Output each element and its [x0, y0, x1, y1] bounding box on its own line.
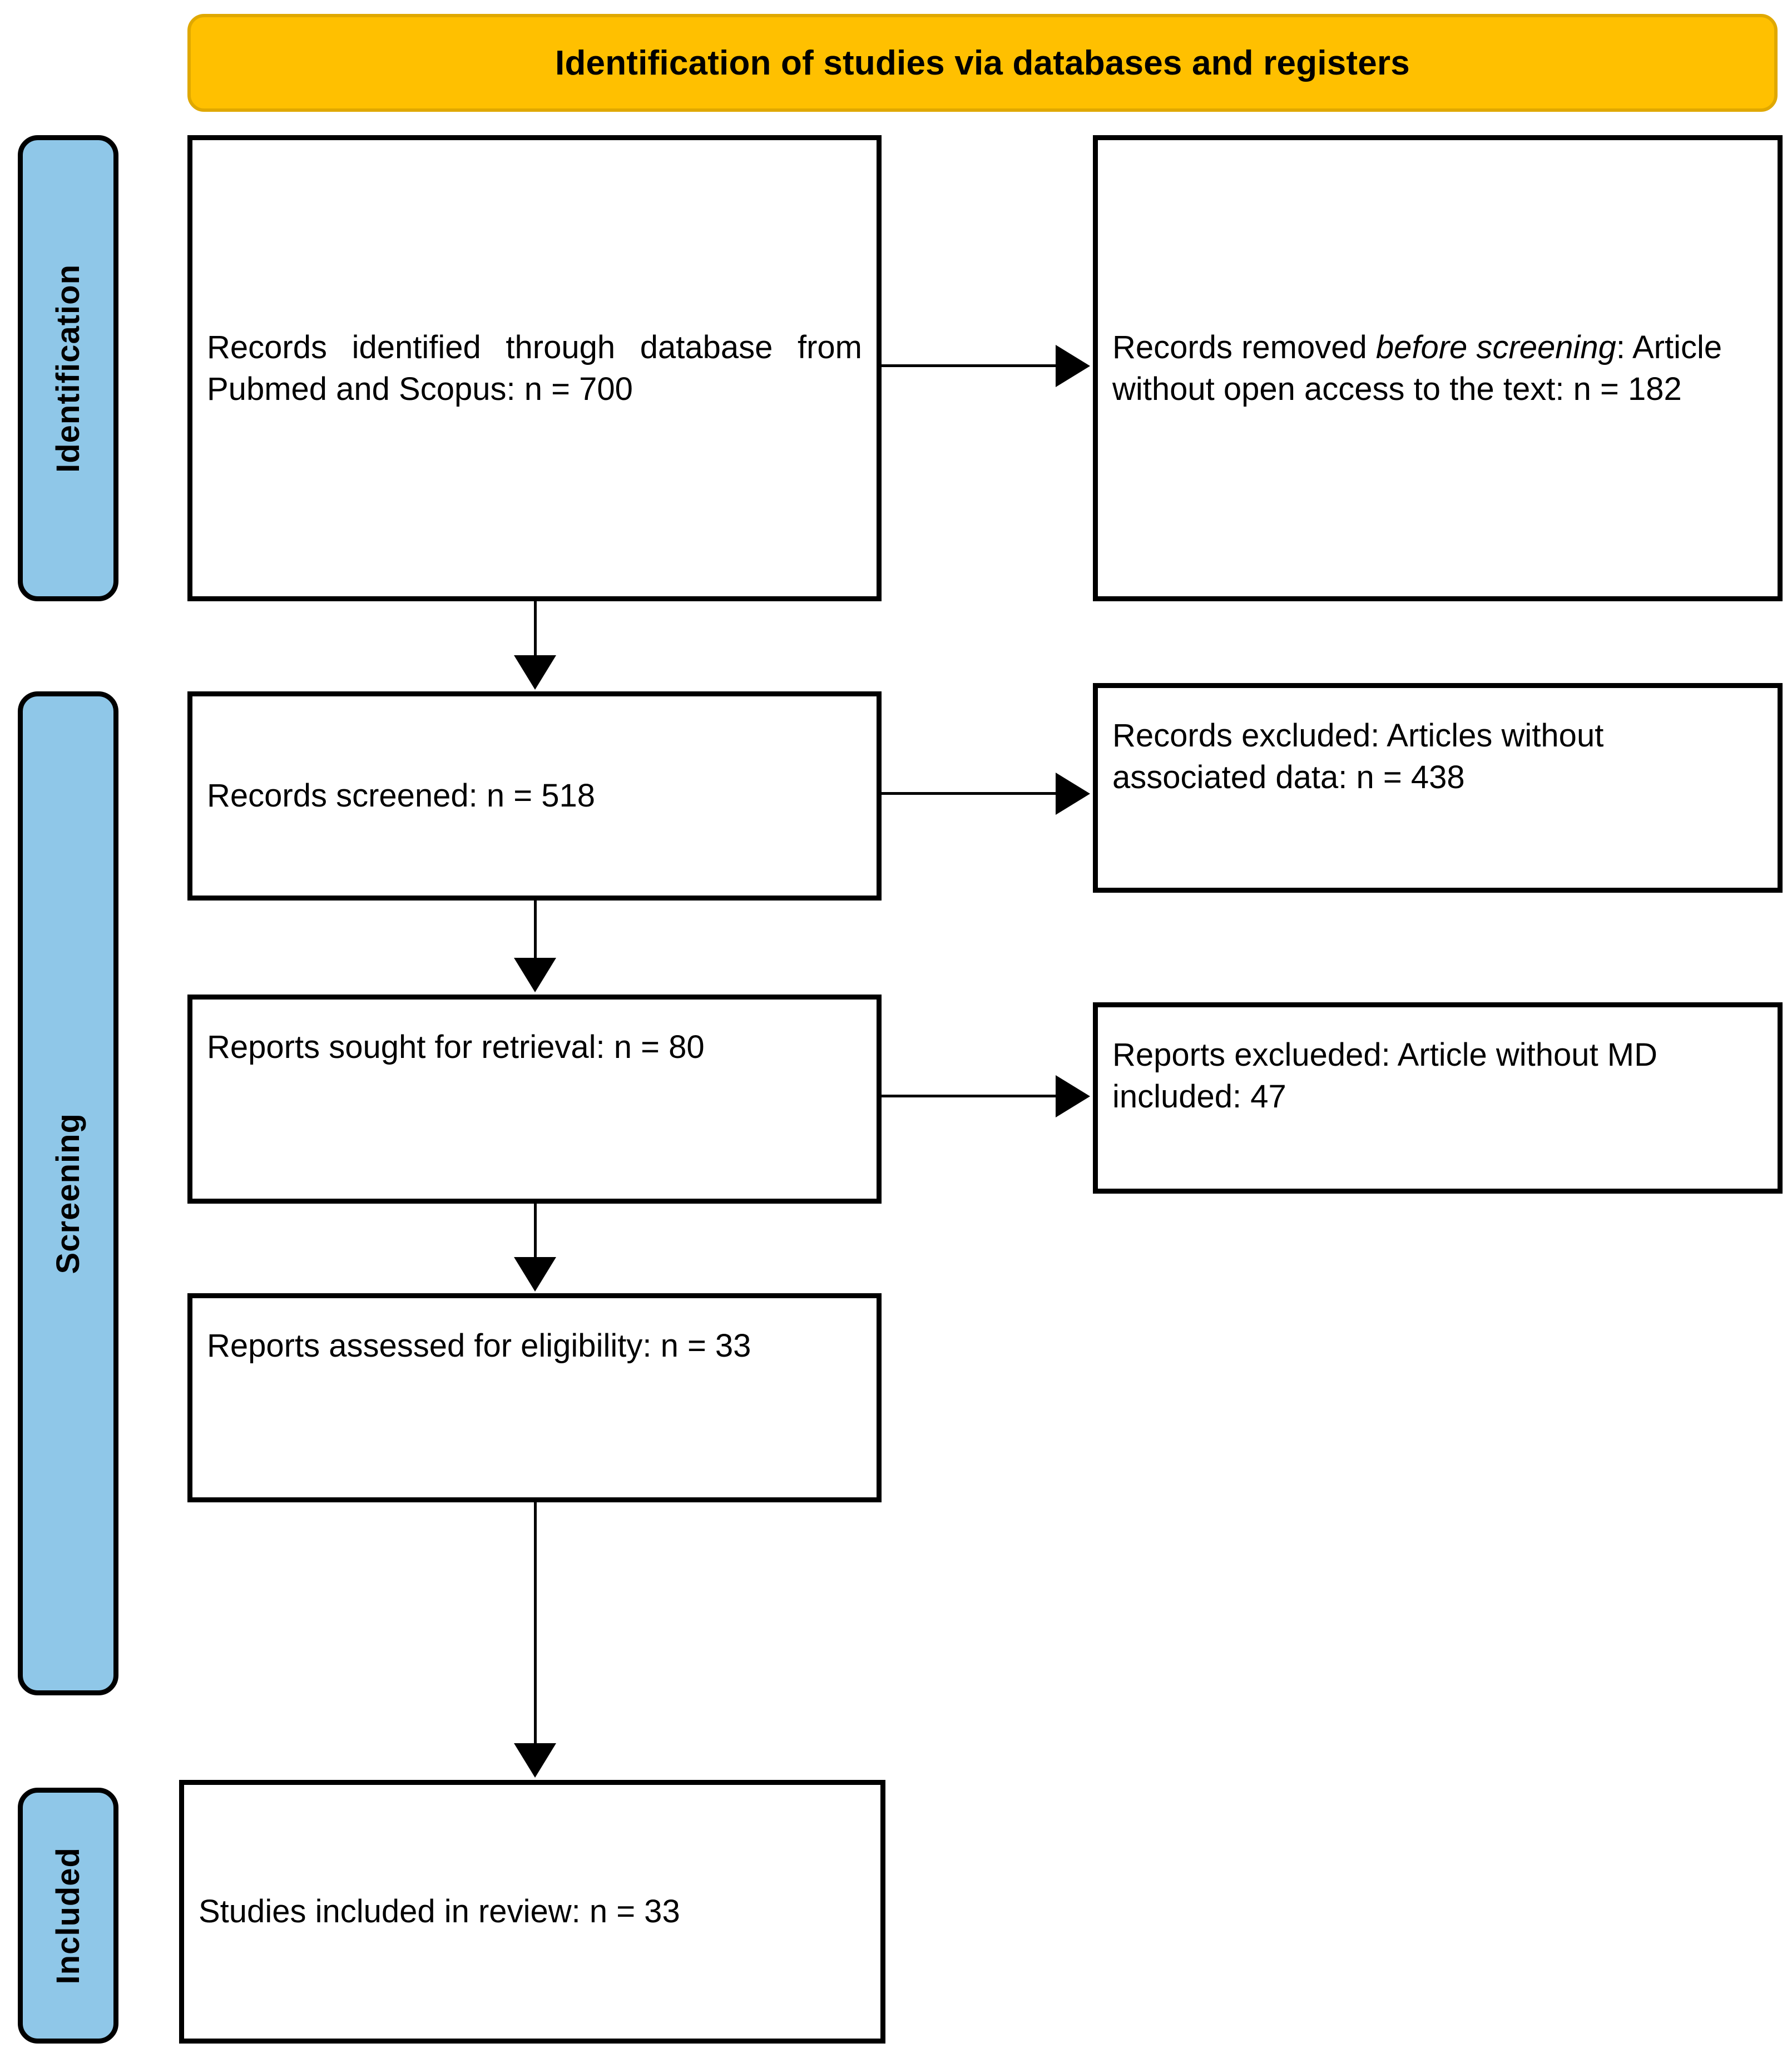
stage-label-screening: Screening [18, 691, 118, 1695]
arrow-identified-to-screened [534, 601, 537, 657]
arrow-assessed-to-included [534, 1502, 537, 1744]
box-reports-sought-text: Reports sought for retrieval: n = 80 [207, 1029, 705, 1065]
arrow-screened-to-sought [534, 901, 537, 959]
box-reports-excluded-text: Reports exclueded: Article without MD in… [1112, 1037, 1657, 1115]
arrowhead-down-icon [514, 1743, 556, 1778]
box-records-removed-text: Records removed before screening: Articl… [1098, 326, 1778, 410]
box-records-excluded-text: Records excluded: Articles without assoc… [1112, 718, 1604, 796]
box-studies-included-text: Studies included in review: n = 33 [199, 1893, 680, 1930]
records-removed-prefix: Records removed [1112, 329, 1376, 365]
arrow-identified-to-removed [882, 364, 1057, 367]
stage-label-identification: Identification [18, 135, 118, 601]
box-reports-excluded: Reports exclueded: Article without MD in… [1093, 1002, 1783, 1194]
box-reports-sought-for-retrieval: Reports sought for retrieval: n = 80 [187, 995, 882, 1204]
arrowhead-right-icon [1056, 1075, 1090, 1117]
box-records-excluded: Records excluded: Articles without assoc… [1093, 683, 1783, 893]
box-records-screened-text: Records screened: n = 518 [207, 778, 596, 814]
stage-label-included: Included [18, 1788, 118, 2044]
box-records-identified: Records identified through database from… [187, 135, 882, 601]
records-removed-italic: before screening [1375, 329, 1616, 365]
diagram-header-banner: Identification of studies via databases … [187, 14, 1778, 112]
arrowhead-down-icon [514, 655, 556, 690]
arrowhead-right-icon [1056, 345, 1090, 387]
box-reports-assessed-for-eligibility: Reports assessed for eligibility: n = 33 [187, 1293, 882, 1502]
arrowhead-down-icon [514, 958, 556, 992]
arrow-sought-to-excluded [882, 1095, 1057, 1097]
arrowhead-down-icon [514, 1257, 556, 1292]
records-removed-suffix: : Article without open access to the tex… [1112, 329, 1722, 407]
box-studies-included-in-review: Studies included in review: n = 33 [179, 1780, 885, 2044]
diagram-title: Identification of studies via databases … [555, 43, 1410, 82]
box-records-removed-before-screening: Records removed before screening: Articl… [1093, 135, 1783, 601]
box-reports-assessed-text: Reports assessed for eligibility: n = 33 [207, 1328, 751, 1364]
stage-label-identification-text: Identification [50, 264, 86, 473]
box-records-identified-text: Records identified through database from… [207, 329, 862, 407]
arrowhead-right-icon [1056, 773, 1090, 815]
arrow-sought-to-assessed [534, 1204, 537, 1258]
arrow-screened-to-excluded [882, 792, 1057, 795]
stage-label-screening-text: Screening [50, 1112, 86, 1274]
stage-label-included-text: Included [50, 1847, 86, 1985]
box-records-screened: Records screened: n = 518 [187, 691, 882, 901]
